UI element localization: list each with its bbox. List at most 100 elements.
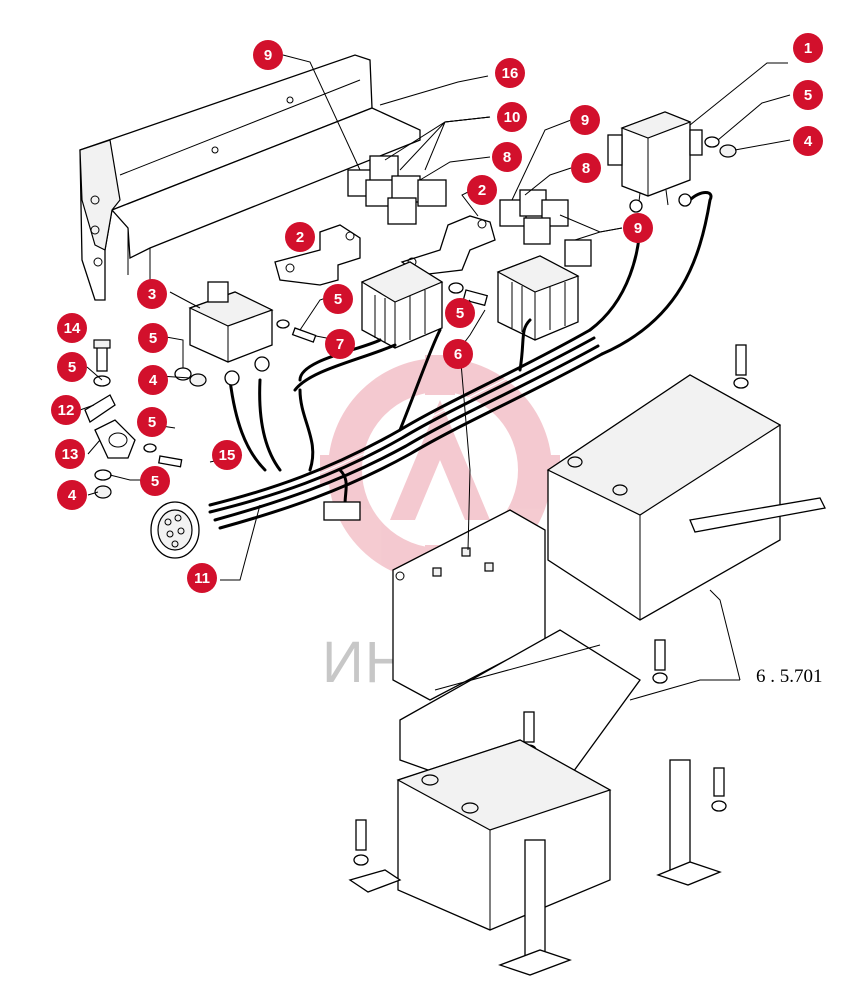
fasteners [84,282,489,499]
callout-number: 13 [62,446,79,463]
relay-cluster-right [499,189,592,267]
callout-circle [623,213,653,243]
callout-badge-8: 8 [492,142,522,172]
ring-terminal [678,193,692,207]
callout-badge-7: 7 [325,329,355,359]
round-connector [150,501,200,559]
relay-cluster-left [347,155,447,225]
callout-number: 5 [68,359,76,376]
callout-badge-11: 11 [187,563,217,593]
callout-number: 5 [334,291,342,308]
callout-badge-4: 4 [57,480,87,510]
callout-badge-9: 9 [253,40,283,70]
callout-circle [57,352,87,382]
callout-badge-5: 5 [140,466,170,496]
callout-badge-15: 15 [212,440,242,470]
callout-circle [138,365,168,395]
callout-circle [137,407,167,437]
harness-plug [323,501,361,521]
ring-terminal [254,356,270,372]
callout-badge-14: 14 [57,313,87,343]
callout-number: 9 [634,220,642,237]
callout-circle [571,153,601,183]
callout-badge-9: 9 [570,105,600,135]
callout-badge-2: 2 [467,175,497,205]
callout-number: 4 [149,372,158,389]
callout-circle [138,323,168,353]
callout-circle [57,480,87,510]
nut-4 [719,144,737,158]
callout-number: 3 [148,286,156,303]
callout-number: 7 [336,336,344,353]
callout-circle [793,126,823,156]
callout-circle [212,440,242,470]
callout-number: 11 [194,570,210,587]
callout-badge-5: 5 [793,80,823,110]
callout-number: 6 [454,346,462,363]
callout-badge-13: 13 [55,439,85,469]
callout-number: 5 [148,414,156,431]
callout-number: 16 [502,65,519,82]
callout-circle [325,329,355,359]
main-relay [607,111,703,211]
fuse-box-left [360,261,444,349]
callout-badge-5: 5 [323,284,353,314]
callout-number: 8 [503,149,511,166]
callout-circle [497,102,527,132]
callout-circle [140,466,170,496]
reference-label: 6 . 5.701 [756,666,823,687]
battery-upper [546,344,826,621]
callout-badge-12: 12 [51,395,81,425]
callout-number: 8 [582,160,590,177]
callout-number: 9 [581,112,589,129]
callout-circle [495,58,525,88]
callout-number: 10 [504,109,521,126]
callout-number: 2 [296,229,304,246]
callout-badge-5: 5 [138,323,168,353]
callout-badge-4: 4 [793,126,823,156]
callout-number: 4 [804,133,813,150]
callout-number: 5 [804,87,812,104]
callout-circle [570,105,600,135]
callout-circle [137,279,167,309]
callout-badge-5: 5 [445,298,475,328]
callout-circle [253,40,283,70]
callout-circle [323,284,353,314]
callout-circle [793,33,823,63]
callout-badge-5: 5 [137,407,167,437]
callout-circle [51,395,81,425]
callout-circle [793,80,823,110]
callout-circle [492,142,522,172]
callout-circle [55,439,85,469]
callout-badge-8: 8 [571,153,601,183]
callout-number: 14 [64,320,81,337]
leader-lines [79,54,791,701]
clip-bracket-left [274,224,361,286]
fuse-box-right [496,255,580,341]
callout-badge-10: 10 [497,102,527,132]
callout-badge-9: 9 [623,213,653,243]
callout-number: 4 [68,487,77,504]
clip-bracket-right [400,215,496,276]
support-posts [348,759,727,976]
callout-number: 5 [151,473,159,490]
callout-circle [443,339,473,369]
callout-number: 2 [478,182,486,199]
ring-terminal [224,370,240,386]
callout-number: 12 [58,402,75,419]
connector-block [188,281,274,363]
callout-circle [57,313,87,343]
callout-badge-4: 4 [138,365,168,395]
callout-number: 5 [149,330,157,347]
mounting-bracket [79,54,421,301]
callout-number: 1 [804,40,812,57]
battery-lower [396,739,612,931]
washer-5 [704,136,720,148]
callout-badge-3: 3 [137,279,167,309]
callout-circle [187,563,217,593]
callout-number: 15 [219,447,236,464]
callout-circle [445,298,475,328]
callout-circle [285,222,315,252]
